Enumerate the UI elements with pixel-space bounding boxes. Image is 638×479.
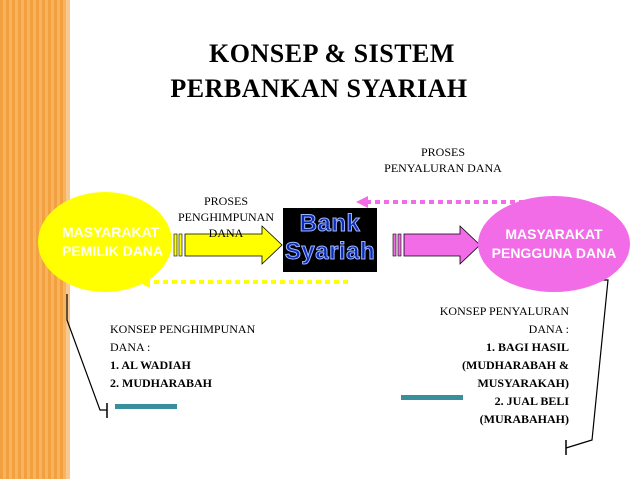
label-penyaluran-line-2: PENYALURAN DANA bbox=[384, 161, 502, 175]
left-bracket-line bbox=[66, 294, 107, 411]
bank-word-1: Bank bbox=[299, 210, 361, 238]
penyaluran-heading-2: DANA : bbox=[528, 322, 569, 336]
page-title: KONSEP & SISTEM PERBANKAN SYARIAH bbox=[0, 36, 638, 106]
penghimpunan-item-2: 2. MUDHARABAH bbox=[110, 376, 212, 390]
pink-arrowhead bbox=[356, 196, 368, 208]
penyaluran-item-2-detail: (MURABAHAH) bbox=[479, 412, 569, 426]
node-masyarakat-pemilik-dana: MASYARAKAT PEMILIK DANA bbox=[38, 192, 172, 292]
right-accent-bar bbox=[401, 395, 463, 400]
title-line-1: KONSEP & SISTEM bbox=[209, 39, 455, 68]
bank-word-2: Syariah bbox=[284, 238, 376, 266]
label-proses-penghimpunan: PROSES PENGHIMPUNAN DANA bbox=[170, 193, 282, 241]
label-penghimpunan-line-1: PROSES bbox=[203, 194, 249, 208]
pemilik-line-1: MASYARAKAT bbox=[62, 224, 160, 240]
yellow-block-arrow bbox=[173, 225, 283, 265]
node-bank-syariah: Bank Syariah bbox=[283, 208, 377, 272]
pengguna-line-2: PENGGUNA DANA bbox=[491, 245, 617, 261]
penyaluran-item-1-detail-b: MUSYARAKAH) bbox=[477, 376, 569, 390]
label-proses-penyaluran: PROSES PENYALURAN DANA bbox=[368, 144, 518, 176]
pengguna-line-1: MASYARAKAT bbox=[505, 226, 603, 242]
penyaluran-item-1-detail-a: (MUDHARABAH & bbox=[462, 358, 569, 372]
title-line-2: PERBANKAN SYARIAH bbox=[170, 74, 468, 103]
penyaluran-item-2: 2. JUAL BELI bbox=[494, 394, 569, 408]
label-penghimpunan-line-3: DANA bbox=[208, 226, 244, 240]
label-penghimpunan-line-2: PENGHIMPUNAN bbox=[177, 210, 274, 224]
left-accent-bar bbox=[115, 404, 177, 409]
konsep-penghimpunan-list: KONSEP PENGHIMPUNAN DANA : 1. AL WADIAH … bbox=[110, 320, 255, 392]
label-penyaluran-line-1: PROSES bbox=[420, 145, 466, 159]
penyaluran-item-1: 1. BAGI HASIL bbox=[485, 340, 569, 354]
right-bracket-line bbox=[565, 279, 609, 449]
penghimpunan-heading-1: KONSEP PENGHIMPUNAN bbox=[110, 322, 256, 336]
penghimpunan-heading-2: DANA : bbox=[110, 340, 151, 354]
pemilik-line-2: PEMILIK DANA bbox=[62, 243, 164, 259]
penghimpunan-item-1: 1. AL WADIAH bbox=[110, 358, 191, 372]
node-masyarakat-pengguna-dana: MASYARAKAT PENGGUNA DANA bbox=[478, 196, 630, 292]
penyaluran-heading-1: KONSEP PENYALURAN bbox=[439, 304, 569, 318]
pink-block-arrow bbox=[392, 225, 481, 265]
konsep-penyaluran-list: KONSEP PENYALURAN DANA : 1. BAGI HASIL (… bbox=[395, 302, 569, 428]
